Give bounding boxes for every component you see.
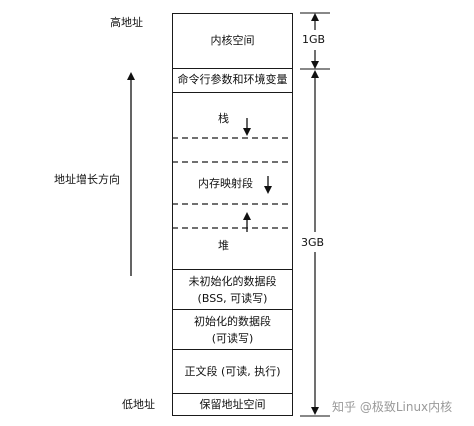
watermark: 知乎 @极致Linux内核	[332, 400, 453, 414]
text-segment-label: 正文段 (可读, 执行)	[184, 365, 281, 378]
mmap-label: 内存映射段	[198, 177, 253, 190]
data-label-line2: (可读写)	[211, 332, 254, 345]
reserved-segment: 保留地址空间	[172, 394, 293, 416]
kernel-space-label: 内核空间	[210, 34, 255, 47]
data-segment: 初始化的数据段 (可读写)	[172, 310, 293, 350]
size-1gb-label: 1GB	[302, 33, 326, 46]
growth-direction-label: 地址增长方向	[54, 173, 120, 186]
heap-label: 堆	[218, 239, 229, 252]
bss-segment: 未初始化的数据段 (BSS, 可读写)	[172, 270, 293, 310]
stack-label: 栈	[218, 112, 229, 125]
args-env-label: 命令行参数和环境变量	[177, 73, 288, 86]
bss-label-line1: 未初始化的数据段	[188, 275, 277, 288]
data-label-line1: 初始化的数据段	[194, 315, 271, 328]
low-address-label: 低地址	[122, 398, 155, 411]
text-segment: 正文段 (可读, 执行)	[172, 350, 293, 394]
kernel-space-segment: 内核空间	[172, 13, 293, 69]
size-3gb-label: 3GB	[301, 236, 325, 249]
bss-label-line2: (BSS, 可读写)	[197, 292, 268, 305]
high-address-label: 高地址	[110, 16, 143, 29]
reserved-label: 保留地址空间	[199, 398, 266, 411]
args-env-segment: 命令行参数和环境变量	[172, 69, 293, 93]
stack-mmap-heap-region: 栈 内存映射段 堆	[172, 93, 293, 270]
